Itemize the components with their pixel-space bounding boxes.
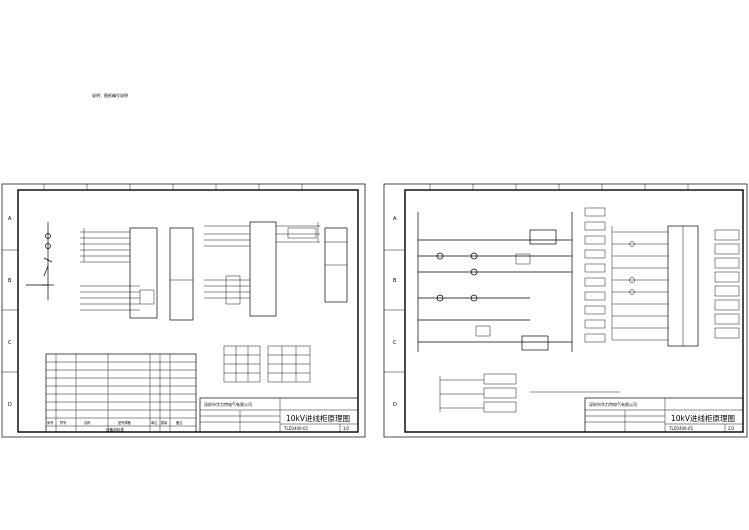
right-indicator-column (584, 207, 606, 343)
left-sheet-inner-border (17, 189, 359, 433)
right-company-name: 深圳市华力特电气有限公司 (589, 401, 637, 407)
left-drawing-title: 10kV进线柜原理图 (286, 413, 350, 423)
right-sheet-number: 2/2 (728, 426, 735, 431)
left-wiring-upper (80, 228, 140, 311)
left-row-label-a: A (8, 216, 12, 222)
right-top-ticks (384, 184, 689, 373)
right-motor-box (521, 335, 549, 351)
left-table-header-symbol: 符号 (60, 420, 66, 425)
right-control-circuit (417, 212, 573, 352)
left-sheet-outer-border (1, 183, 366, 438)
left-relay-box (139, 289, 155, 305)
right-sheet-inner-border (404, 189, 744, 433)
right-aux-relay (475, 325, 491, 337)
right-sheet-outer-border (383, 183, 748, 438)
left-table-header-no: 序号 (47, 420, 53, 425)
right-drawing-number: TLZ0400-01 (668, 426, 694, 431)
left-row-label-d: D (8, 402, 12, 408)
right-signal-wiring (611, 226, 668, 341)
left-table-header-note: 备注 (176, 420, 183, 425)
left-protection-relay (249, 221, 277, 317)
left-row-label-c: C (8, 340, 12, 346)
right-lower-legend (439, 373, 620, 413)
right-signal-labels (714, 229, 740, 339)
top-note: 说明：图纸编号说明 (92, 92, 128, 98)
left-terminal-block (129, 227, 158, 319)
left-row-label-b: B (8, 278, 12, 284)
left-meter-box (287, 227, 317, 239)
left-table-header-unit: 单位 (151, 420, 158, 425)
right-row-label-b: B (393, 278, 397, 284)
left-signal-panel (169, 227, 194, 321)
left-title-block-lines (199, 397, 359, 433)
right-closing-coil (529, 229, 557, 245)
left-switch-tables (223, 345, 311, 383)
left-company-name: 深圳市华力特电气有限公司 (204, 401, 252, 407)
right-row-label-a: A (393, 216, 397, 222)
left-table-header-name: 名称 (84, 420, 91, 425)
left-bottom-label: 设备材料表 (106, 427, 124, 432)
left-control-wiring (204, 222, 320, 299)
right-row-label-d: D (393, 402, 397, 408)
left-top-ticks (2, 184, 303, 373)
left-sheet-number: 1/2 (343, 426, 350, 431)
right-trip-coil (515, 253, 531, 265)
left-equipment-table (45, 353, 197, 433)
right-row-label-c: C (393, 340, 397, 346)
left-drawing-number: TLZ0400-01 (283, 426, 309, 431)
left-table-header-model: 型号规格 (118, 420, 132, 425)
left-sheet: A B C D (1, 183, 366, 438)
right-sheet: A B C D (383, 183, 748, 438)
left-table-header-qty: 数量 (161, 420, 168, 425)
left-single-line-diagram (26, 222, 54, 300)
right-title-block-lines (584, 397, 744, 433)
right-drawing-title: 10kV进线柜原理图 (671, 413, 735, 423)
left-aux-contact (225, 275, 241, 305)
